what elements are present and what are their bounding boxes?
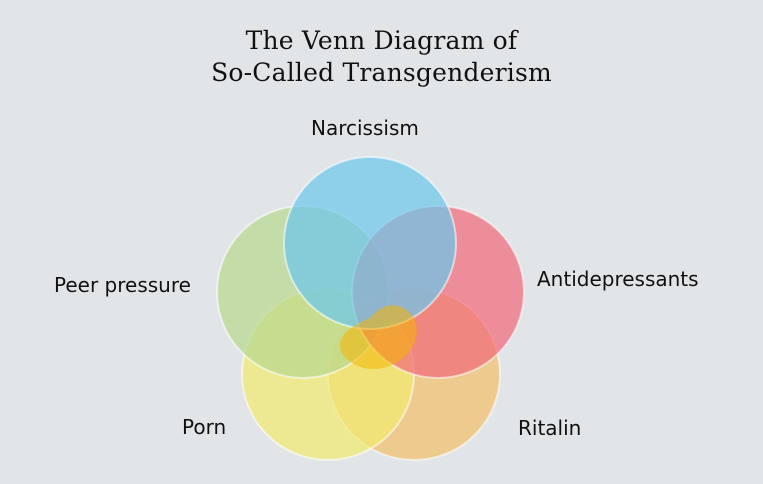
set-circle-narcissism xyxy=(283,156,457,330)
diagram-title-line-1: The Venn Diagram of xyxy=(245,26,518,55)
venn-circles xyxy=(216,156,525,461)
set-label-ritalin: Ritalin xyxy=(518,416,582,440)
set-label-narcissism: Narcissism xyxy=(311,116,419,140)
set-label-porn: Porn xyxy=(182,415,227,439)
center-overlap-highlight xyxy=(339,305,417,370)
diagram-title-line-2: So-Called Transgenderism xyxy=(211,58,552,87)
set-label-antidepressants: Antidepressants xyxy=(537,267,699,291)
set-label-peer-pressure: Peer pressure xyxy=(54,273,191,297)
